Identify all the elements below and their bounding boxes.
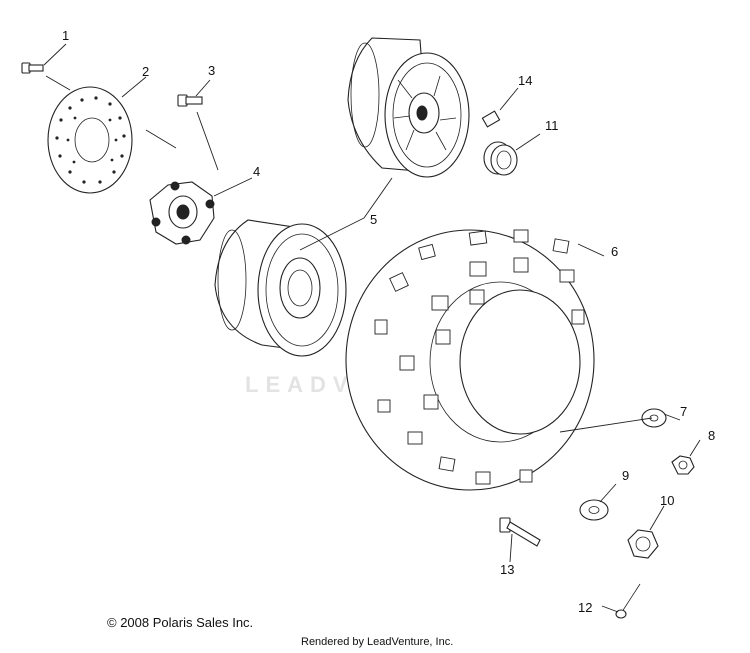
part-1-bolt	[21, 62, 44, 74]
callout-7: 7	[680, 404, 687, 419]
rendered-by-text: Rendered by LeadVenture, Inc.	[301, 636, 454, 648]
part-5-rim-upper	[347, 37, 470, 178]
callouts: 1 2 3 4 5 6 7 8 9 10 11 12 13 14	[62, 28, 715, 615]
callout-1: 1	[62, 28, 69, 43]
part-4-hub	[149, 181, 215, 245]
callout-13: 13	[500, 562, 514, 577]
part-3-bolt	[177, 94, 203, 107]
callout-9: 9	[622, 468, 629, 483]
part-2-brake-disc	[47, 86, 133, 194]
part-11-bearing	[483, 141, 518, 176]
callout-4: 4	[253, 164, 260, 179]
part-8-nut	[671, 455, 695, 475]
part-14-pin	[481, 110, 501, 128]
callout-14: 14	[518, 73, 532, 88]
callout-5: 5	[370, 212, 377, 227]
leader-lines	[43, 43, 701, 613]
part-13-spindle-bolt	[499, 517, 541, 547]
part-12-cotter-pin	[615, 583, 641, 619]
part-7-washer	[641, 408, 667, 428]
callout-10: 10	[660, 493, 674, 508]
part-5-rim-lower	[214, 219, 347, 357]
callout-8: 8	[708, 428, 715, 443]
part-9-washer	[579, 499, 609, 521]
callout-12: 12	[578, 600, 592, 615]
callout-6: 6	[611, 244, 618, 259]
part-10-castle-nut	[627, 529, 659, 559]
callout-11: 11	[545, 118, 559, 133]
callout-3: 3	[208, 63, 215, 78]
copyright-text: © 2008 Polaris Sales Inc.	[107, 615, 254, 630]
part-6-tire	[345, 229, 595, 491]
callout-2: 2	[142, 64, 149, 79]
